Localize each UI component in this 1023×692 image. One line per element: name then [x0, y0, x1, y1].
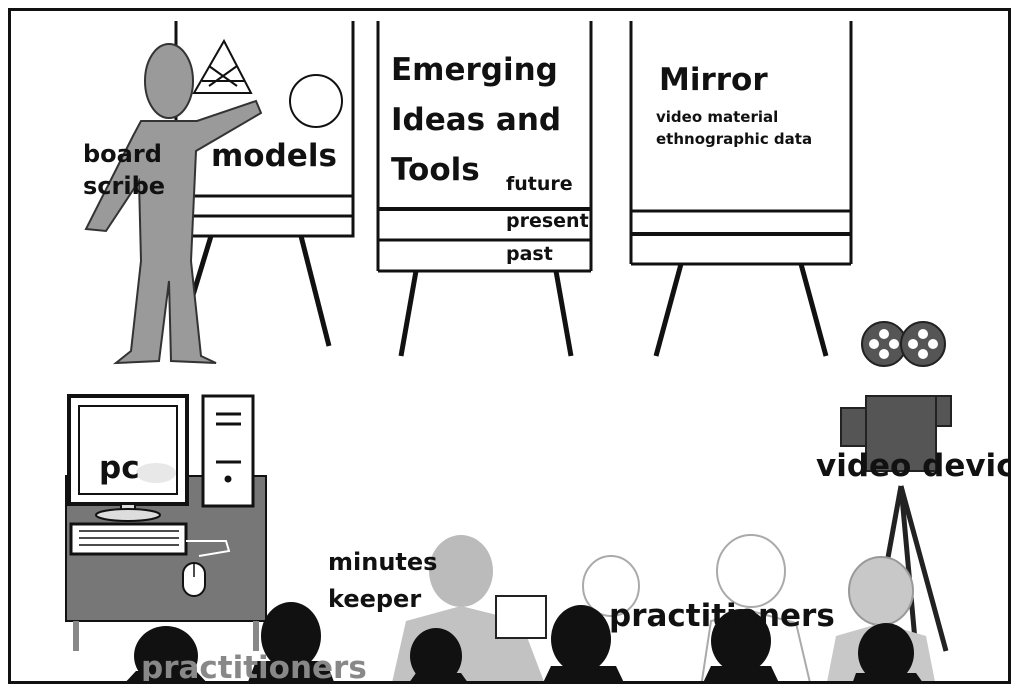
pc-desk: [65, 394, 267, 651]
emerging-title-line2: Ideas and: [391, 102, 562, 138]
diagram-canvas: [65, 21, 952, 681]
practitioners-label-right: practitioners: [609, 598, 835, 634]
practitioners-label-left: practitioners: [141, 650, 367, 684]
minutes-keeper-label-line2: keeper: [328, 585, 422, 613]
future-label: future: [506, 173, 573, 195]
mirror-flipchart: [629, 21, 853, 357]
diagram-frame: board scribe models Emerging Ideas and T…: [8, 8, 1011, 684]
projector-icon: [840, 321, 952, 652]
pc-label: pc: [99, 450, 140, 486]
models-flipchart: [173, 21, 355, 352]
board-scribe-label-line2: scribe: [83, 172, 166, 200]
mirror-title: Mirror: [659, 62, 768, 98]
triangle-model-icon: [192, 38, 253, 94]
mirror-subtitle-line1: video material: [656, 108, 779, 126]
video-device-label: video device: [816, 448, 1008, 484]
emerging-title-line1: Emerging: [391, 52, 558, 88]
mirror-subtitle-line2: ethnographic data: [656, 130, 813, 148]
past-label: past: [506, 243, 553, 265]
practitioners-silhouettes: [126, 534, 935, 681]
present-label: present: [506, 210, 589, 232]
minutes-keeper-label-line1: minutes: [328, 548, 438, 576]
emerging-flipchart: [376, 21, 593, 357]
emerging-title-line3: Tools: [391, 152, 480, 188]
models-label: models: [211, 138, 337, 174]
board-scribe-figure: [84, 43, 263, 365]
board-scribe-label-line1: board: [83, 140, 162, 168]
